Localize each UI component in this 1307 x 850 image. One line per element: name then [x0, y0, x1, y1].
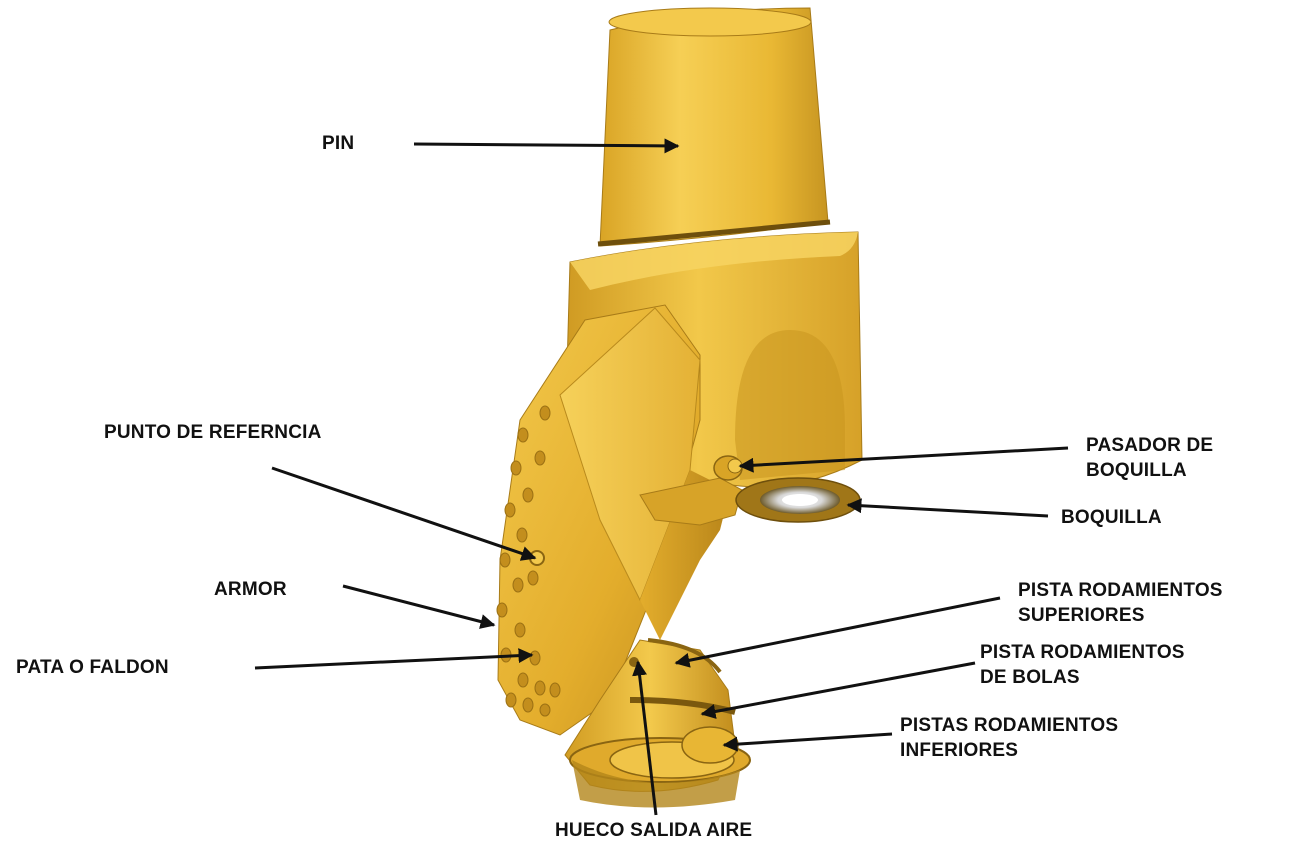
arrow-pista-bolas — [702, 663, 975, 714]
pin-top — [609, 8, 811, 36]
pin-body — [600, 8, 828, 246]
label-pistas-inferiores: PISTAS RODAMIENTOS INFERIORES — [900, 713, 1118, 763]
arrow-punto-referencia — [272, 468, 535, 558]
arrow-boquilla — [848, 505, 1048, 516]
arrow-pin — [414, 144, 678, 146]
label-hueco-salida-aire: HUECO SALIDA AIRE — [555, 818, 752, 843]
arrow-pistas-inferiores — [724, 734, 892, 745]
nozzle — [736, 478, 860, 522]
label-pin: PIN — [322, 131, 354, 156]
arrow-armor — [343, 586, 494, 625]
arrow-pista-superiores — [676, 598, 1000, 663]
label-pata-faldon: PATA O FALDON — [16, 655, 169, 680]
bit-leg-illustration — [497, 8, 862, 808]
label-boquilla: BOQUILLA — [1061, 505, 1162, 530]
nozzle-pin — [714, 456, 742, 480]
label-armor: ARMOR — [214, 577, 287, 602]
label-pista-superiores: PISTA RODAMIENTOS SUPERIORES — [1018, 578, 1223, 628]
label-pasador-boquilla: PASADOR DE BOQUILLA — [1086, 433, 1213, 483]
label-punto-referencia: PUNTO DE REFERNCIA — [104, 420, 322, 445]
arrow-pata-faldon — [255, 655, 532, 668]
label-pista-bolas: PISTA RODAMIENTOS DE BOLAS — [980, 640, 1185, 690]
